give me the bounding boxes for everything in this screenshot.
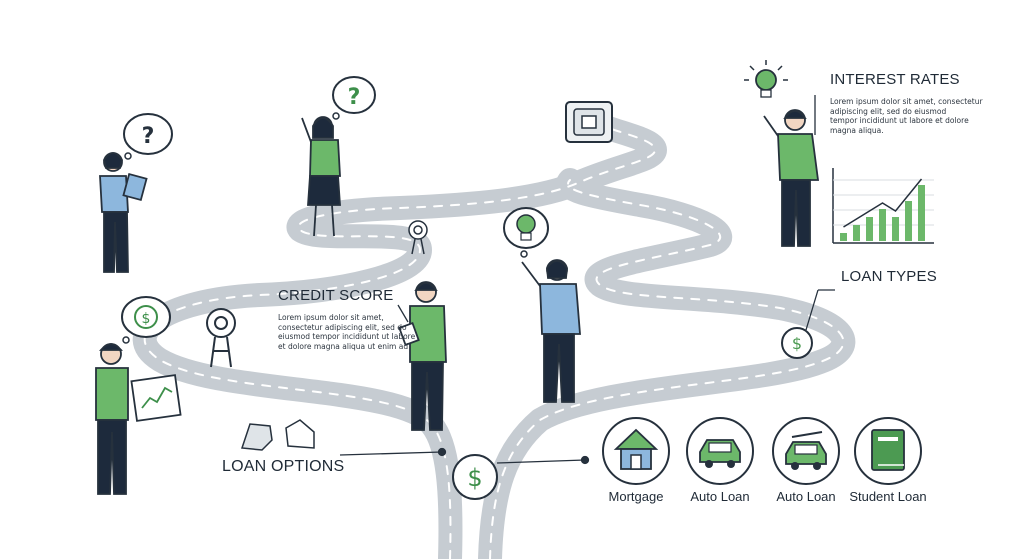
interest-rates-line: magna aliqua. <box>830 125 884 135</box>
road-dashes <box>143 119 845 559</box>
question-bubble-icon: ? <box>332 76 376 120</box>
interest-rates-line: adipiscing elit, sed do eiusmod <box>830 106 947 116</box>
dollar-bubble-icon: $ <box>121 296 171 344</box>
person-man-suit <box>763 109 820 247</box>
computer-chip-icon <box>565 101 613 143</box>
loan-option-icons <box>602 417 922 485</box>
chart-bars <box>840 185 925 241</box>
chart-bar <box>866 217 873 241</box>
chart-bar <box>892 217 899 241</box>
loan-option-label-auto-2: Auto Loan <box>776 489 836 504</box>
person-man-chart <box>95 343 129 495</box>
interest-rates-line: tempor incididunt ut labore et dolore <box>830 116 969 126</box>
person-woman-tablet <box>99 152 148 273</box>
credit-score-title: CREDIT SCORE <box>278 287 394 304</box>
chart-bar <box>905 201 912 241</box>
person-woman-waving <box>301 116 341 237</box>
house-icon <box>613 428 659 470</box>
book-icon <box>871 429 905 471</box>
chart-trend-line <box>843 178 923 228</box>
credit-score-line: Lorem ipsum dolor sit amet, <box>278 313 384 322</box>
credit-score-description: Lorem ipsum dolor sit amet, consectetur … <box>278 313 415 351</box>
svg-text:$: $ <box>142 311 151 327</box>
loan-options-icons <box>240 419 315 451</box>
credit-score-line: eiusmod tempor incididunt ut labore <box>278 332 416 342</box>
question-bubble-icon: ? <box>123 113 173 160</box>
chart-bar <box>840 233 847 241</box>
chart-bar <box>918 185 925 241</box>
interest-rates-title: INTEREST RATES <box>830 71 960 88</box>
loan-options-title: LOAN OPTIONS <box>222 458 345 475</box>
person-man-blue-shirt <box>521 259 581 403</box>
road-network <box>132 108 856 559</box>
interest-rate-chart <box>832 168 934 244</box>
dollar-circle-icon: $ <box>452 454 498 500</box>
loan-option-label-auto: Auto Loan <box>690 489 750 504</box>
loan-option-label-student: Student Loan <box>849 489 927 504</box>
person-man-green-shirt <box>398 281 447 431</box>
lightbulb-bubble-icon <box>503 207 549 258</box>
chart-bar <box>853 225 860 241</box>
credit-score-line: et dolore magna aliqua ut enim ad <box>278 341 409 351</box>
loan-option-label-mortgage: Mortgage <box>608 489 664 504</box>
lightbulb-icon <box>744 60 788 98</box>
car-with-roof-rack-icon <box>785 431 827 470</box>
credit-score-line: consectetur adipiscing elit, sed do <box>278 322 407 332</box>
interest-rates-description: Lorem ipsum dolor sit amet, consectetur … <box>830 97 983 135</box>
tablet-chart-icon <box>130 374 182 422</box>
car-icon <box>699 439 741 468</box>
connector-lines <box>339 95 835 465</box>
svg-text:?: ? <box>142 124 155 149</box>
gear-icon <box>408 220 428 255</box>
interest-rates-line: Lorem ipsum dolor sit amet, consectetur <box>830 97 983 106</box>
loan-types-title: LOAN TYPES <box>841 268 937 285</box>
dollar-gear-icon: $ <box>781 327 813 359</box>
svg-text:$: $ <box>792 334 802 353</box>
chart-bar <box>879 209 886 241</box>
svg-text:?: ? <box>348 85 361 110</box>
gear-signpost-icon <box>206 308 236 368</box>
svg-text:$: $ <box>467 464 482 492</box>
